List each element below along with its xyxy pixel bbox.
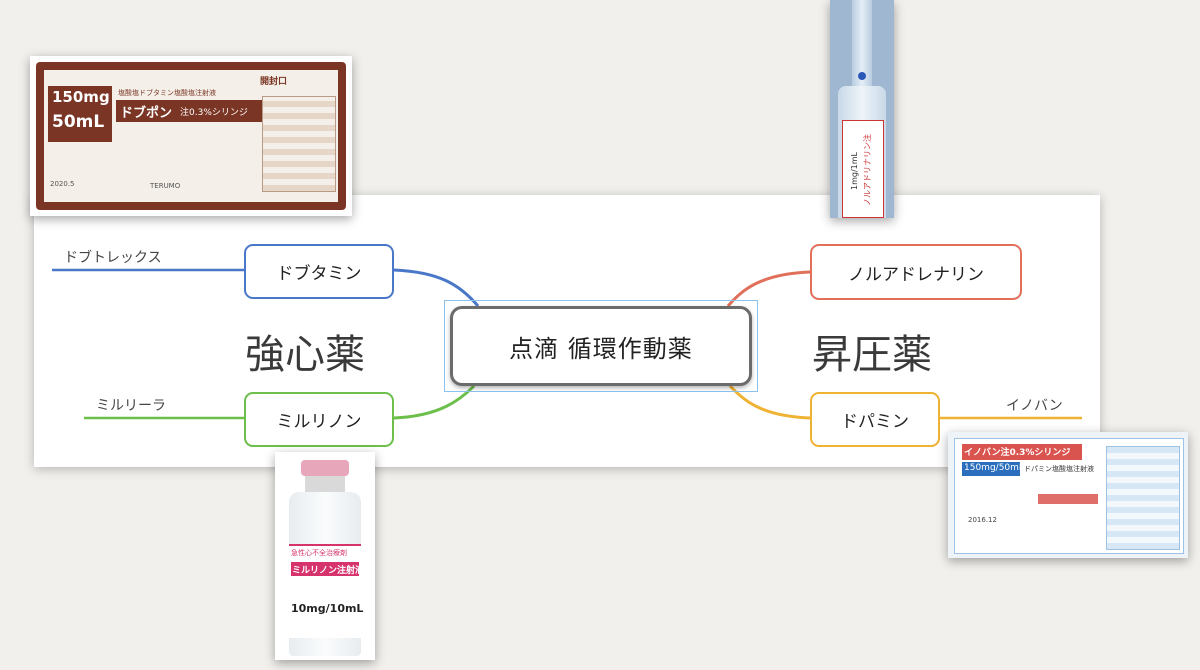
group-label-inotropes: 強心薬 (245, 332, 365, 378)
milrinone-category: 急性心不全治療剤 (291, 549, 347, 557)
node-milrinone[interactable]: ミルリノン (244, 392, 394, 447)
noradrenaline-dose: 1mg/1mL (850, 152, 859, 190)
link-dobutamine (393, 268, 480, 307)
node-dobutamine[interactable]: ドブタミン (244, 244, 394, 299)
milrinone-vial-image: 急性心不全治療剤 ミルリノン注射液 10mg/10mL (275, 452, 375, 660)
link-dopamine (728, 384, 811, 420)
central-topic-selection (444, 300, 758, 392)
dobupon-package-image: 150mg 50mL ドブポン 注0.3%シリンジ 塩酸塩ドブタミン塩酸塩注射液… (30, 56, 352, 216)
link-milrinone (393, 384, 476, 420)
inovan-generic: ドパミン塩酸塩注射液 (1024, 465, 1094, 473)
brand-dobutrex[interactable]: ドブトレックス (64, 250, 162, 266)
dobupon-generic: 塩酸塩ドブタミン塩酸塩注射液 (118, 89, 216, 97)
noradrenaline-name: ノルアドリナリン注 (863, 134, 872, 206)
milrinone-name: ミルリノン注射液 (292, 566, 365, 576)
milrinone-dose: 10mg/10mL (291, 602, 364, 615)
dobupon-volume: 50mL (52, 112, 105, 132)
inovan-name: イノバン注0.3%シリンジ (964, 448, 1071, 458)
group-label-vasopressors: 昇圧薬 (812, 332, 932, 378)
dobupon-dose: 150mg (52, 88, 110, 106)
inovan-date: 2016.12 (968, 516, 997, 524)
noradrenaline-ampoule-image: 1mg/1mL ノルアドリナリン注 (830, 0, 894, 218)
central-topic[interactable]: 点滴 循環作動薬 (450, 306, 752, 386)
node-dopamine[interactable]: ドパミン (810, 392, 940, 447)
dobupon-open: 開封口 (260, 77, 288, 87)
dobupon-concentration: 注0.3%シリンジ (180, 108, 248, 118)
inovan-dose: 150mg/50mL (964, 463, 1024, 473)
brand-milrila[interactable]: ミルリーラ (96, 398, 166, 414)
dobupon-name: ドブポン (120, 106, 173, 121)
node-noradrenaline[interactable]: ノルアドレナリン (810, 244, 1022, 300)
dobupon-maker: TERUMO (150, 182, 181, 190)
link-noradrenaline (726, 270, 811, 307)
dobupon-lot: 2020.5 (50, 180, 75, 188)
brand-inovan[interactable]: イノバン (1006, 398, 1063, 414)
inovan-package-image: イノバン注0.3%シリンジ 150mg/50mL ドパミン塩酸塩注射液 2016… (948, 432, 1188, 558)
